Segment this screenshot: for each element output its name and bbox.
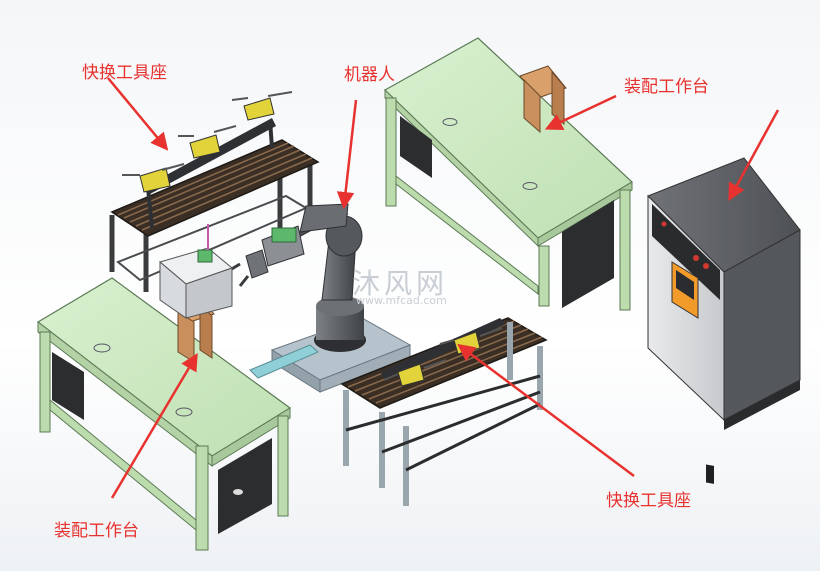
assembly-table-top	[384, 37, 633, 311]
arrow-robot	[336, 99, 358, 210]
watermark-brand: 沐风网	[352, 267, 449, 300]
tool-seat-rack-bottom	[340, 317, 548, 506]
watermark-url: www.mfcad.com	[356, 294, 447, 307]
arrow-tool-seat-bottom	[457, 343, 635, 478]
label-robot: 机器人	[344, 65, 395, 85]
label-tool-seat-top: 快换工具座	[82, 63, 167, 83]
arrow-assembly-top	[544, 94, 617, 130]
quick-change-tool-holders	[122, 91, 293, 193]
industrial-robot	[229, 203, 366, 352]
tool-seat-rack-top	[109, 91, 320, 292]
callout-arrows	[107, 77, 780, 499]
label-assembly-top: 装配工作台	[624, 77, 709, 97]
label-assembly-bottom: 装配工作台	[54, 521, 139, 541]
assembly-fixture-top	[519, 65, 567, 134]
assembly-table-bottom	[36, 224, 292, 551]
arrow-assembly-bottom	[110, 352, 198, 499]
control-cabinet	[647, 157, 801, 484]
assembly-fixture-bottom	[158, 224, 233, 363]
robot-gripper	[229, 225, 305, 287]
arrow-tool-seat-top	[107, 77, 169, 151]
teach-pendant	[671, 261, 699, 319]
arrow-cabinet	[728, 109, 780, 202]
label-tool-seat-bottom: 快换工具座	[606, 491, 691, 511]
